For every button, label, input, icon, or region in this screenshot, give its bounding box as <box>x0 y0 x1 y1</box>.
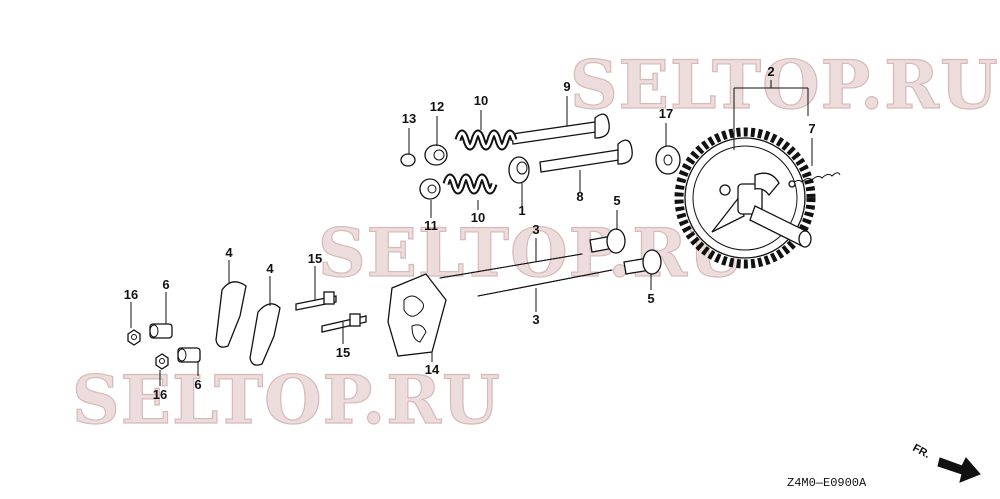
lock-nut-upper <box>127 329 141 346</box>
tappet-lower <box>623 249 662 275</box>
valve-rotator <box>508 156 530 184</box>
front-direction-indicator: FR. <box>911 442 981 483</box>
valve-spring-upper <box>454 129 518 151</box>
callout-9: 9 <box>563 79 570 94</box>
valve-spring-lower <box>442 173 498 195</box>
diagram-code: Z4M0—E0900A <box>787 476 867 490</box>
rocker-pivot-upper <box>149 323 173 339</box>
camshaft-gear <box>674 127 816 269</box>
lock-nut-lower <box>155 353 169 370</box>
callout-15-upper: 15 <box>308 251 322 266</box>
leader-lines <box>130 80 813 386</box>
watermark-bottom: SELTOP.RU <box>72 361 501 439</box>
callout-7: 7 <box>808 121 815 136</box>
callout-3-lower: 3 <box>532 312 539 327</box>
callout-12: 12 <box>430 99 444 114</box>
callout-14: 14 <box>425 362 440 377</box>
arrow-right-icon <box>937 457 981 483</box>
push-rod-lower <box>477 269 613 297</box>
valve-upper <box>511 113 610 145</box>
callout-6-upper: 6 <box>162 277 169 292</box>
callout-4-right: 4 <box>266 261 274 276</box>
direction-label: FR. <box>911 442 932 461</box>
callout-5-upper: 5 <box>613 193 620 208</box>
callout-13: 13 <box>402 111 416 126</box>
rocker-arm-right <box>249 303 281 366</box>
callout-2: 2 <box>767 64 774 79</box>
valve-cap <box>400 153 416 167</box>
callout-3-upper: 3 <box>532 222 539 237</box>
watermark-middle: SELTOP.RU <box>318 214 747 292</box>
callout-16-upper: 16 <box>124 287 138 302</box>
callout-1: 1 <box>518 203 525 218</box>
callout-10-upper: 10 <box>474 93 488 108</box>
washer <box>655 145 681 175</box>
stud-lower <box>321 313 367 333</box>
watermark-top: SELTOP.RU <box>570 46 999 124</box>
callout-4-left: 4 <box>225 245 233 260</box>
callout-5-lower: 5 <box>647 291 654 306</box>
push-rod-upper <box>439 253 583 279</box>
stud-upper <box>295 291 337 311</box>
tappet-upper <box>589 228 626 254</box>
rocker-arm-left <box>215 281 247 348</box>
valve-lower <box>539 139 633 173</box>
rocker-pivot-lower <box>177 347 201 363</box>
spring-retainer <box>424 144 448 166</box>
decomp-spring <box>791 172 841 185</box>
callout-8: 8 <box>576 189 583 204</box>
callout-11: 11 <box>424 218 438 233</box>
callout-17: 17 <box>659 106 673 121</box>
callout-16-lower: 16 <box>153 387 167 402</box>
valve-retainer <box>419 178 441 200</box>
callout-6-lower: 6 <box>194 377 201 392</box>
callout-10-lower: 10 <box>471 210 485 225</box>
callout-15-lower: 15 <box>336 345 350 360</box>
